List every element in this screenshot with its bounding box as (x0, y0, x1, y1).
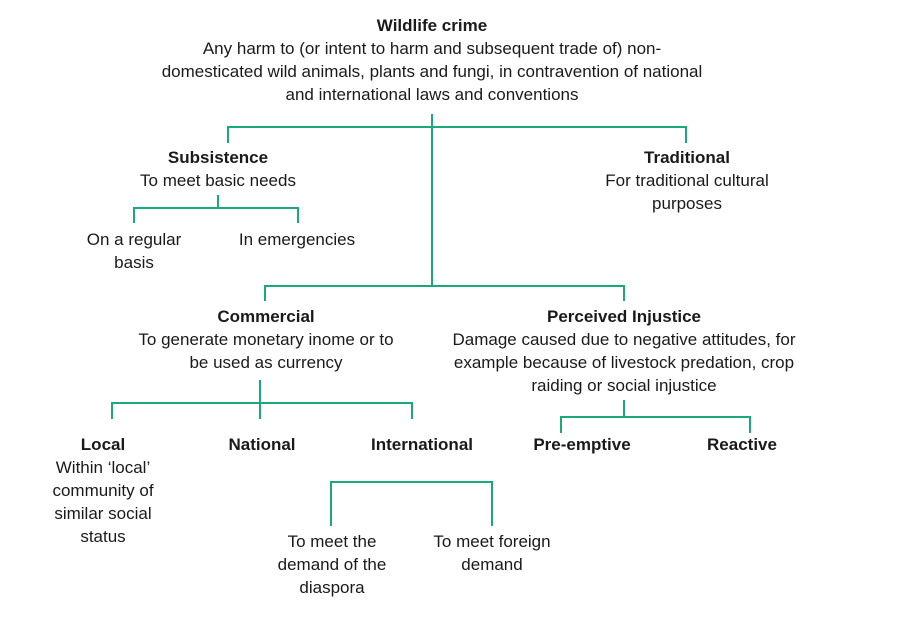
root-node: Wildlife crime Any harm to (or intent to… (140, 14, 724, 106)
national-title: National (228, 435, 296, 454)
foreign-node: To meet foreign demand (422, 530, 562, 576)
emergencies-node: In emergencies (222, 228, 372, 251)
national-node: National (200, 433, 324, 456)
preemptive-title: Pre-emptive (533, 435, 631, 454)
traditional-title: Traditional (644, 148, 730, 167)
diaspora-node: To meet the demand of the diaspora (266, 530, 398, 599)
international-node: International (346, 433, 498, 456)
injustice-description: Damage caused due to negative attitudes,… (452, 330, 796, 395)
reactive-node: Reactive (686, 433, 798, 456)
emergencies-description: In emergencies (238, 230, 356, 249)
root-description: Any harm to (or intent to harm and subse… (161, 39, 703, 104)
reactive-title: Reactive (707, 435, 777, 454)
commercial-title: Commercial (217, 307, 315, 326)
traditional-description: For traditional cultural purposes (605, 171, 769, 213)
traditional-node: Traditional For traditional cultural pur… (594, 146, 780, 215)
foreign-description: To meet foreign demand (433, 532, 551, 574)
injustice-title: Perceived Injustice (546, 307, 702, 326)
subsistence-title: Subsistence (167, 148, 269, 167)
preemptive-node: Pre-emptive (510, 433, 654, 456)
subsistence-node: Subsistence To meet basic needs (118, 146, 318, 192)
subsistence-description: To meet basic needs (140, 171, 296, 190)
local-node: Local Within ‘local’ community of simila… (40, 433, 166, 548)
regular-node: On a regular basis (70, 228, 198, 274)
injustice-node: Perceived Injustice Damage caused due to… (452, 305, 796, 397)
commercial-node: Commercial To generate monetary inome or… (130, 305, 402, 374)
root-title: Wildlife crime (376, 16, 488, 35)
local-description: Within ‘local’ community of similar soci… (52, 458, 154, 546)
local-title: Local (80, 435, 126, 454)
regular-description: On a regular basis (86, 230, 182, 272)
international-title: International (370, 435, 473, 454)
commercial-description: To generate monetary inome or to be used… (138, 330, 394, 372)
diaspora-description: To meet the demand of the diaspora (277, 532, 387, 597)
